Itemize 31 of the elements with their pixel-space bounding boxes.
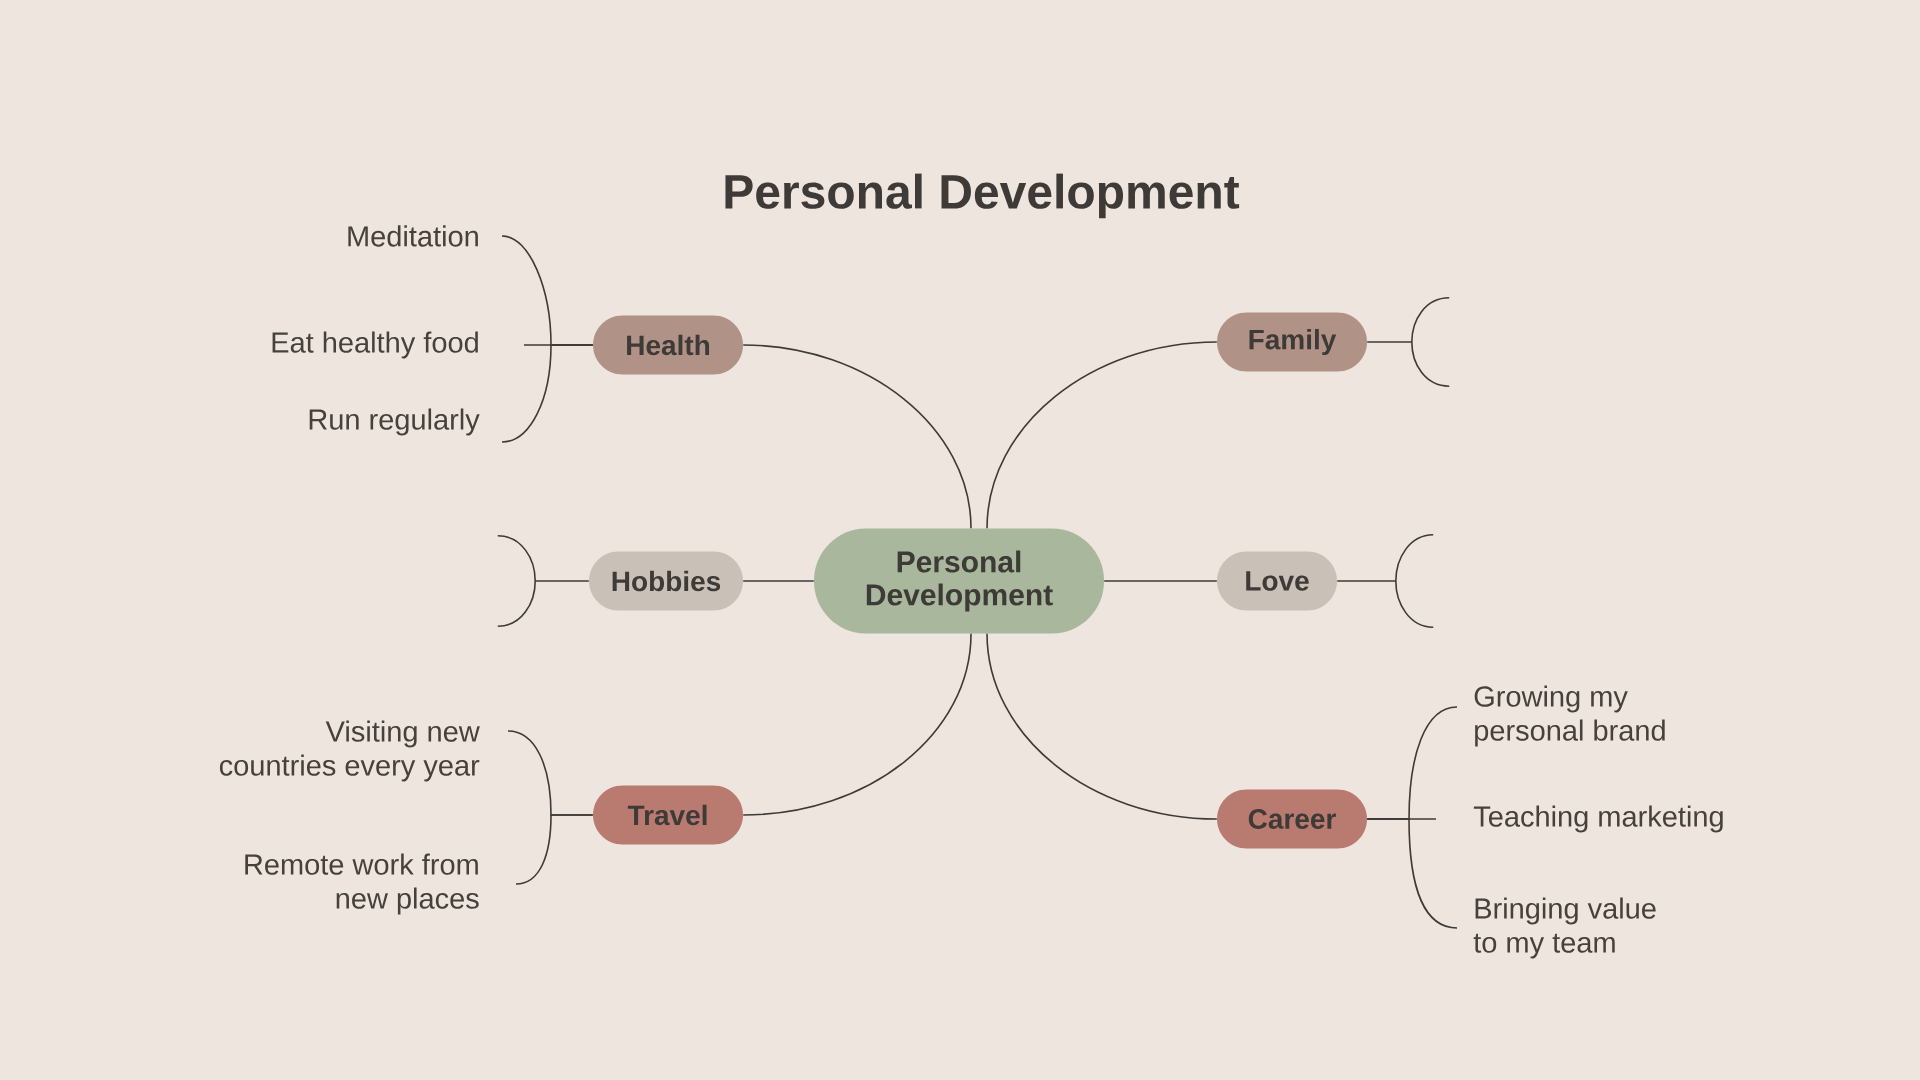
branch-item: Visiting new countries every year bbox=[219, 720, 480, 782]
connector-line bbox=[986, 632, 1218, 820]
branch-item: Bringing value to my team bbox=[1473, 897, 1656, 959]
bracket bbox=[497, 535, 536, 627]
bracket bbox=[1395, 534, 1434, 628]
branch-item: Run regularly bbox=[309, 408, 480, 436]
branch-item: Meditation bbox=[348, 225, 478, 247]
branch-item: Growing my personal brand bbox=[1474, 685, 1665, 747]
connector-line bbox=[1103, 580, 1218, 582]
branch-item: Eat healthy food bbox=[272, 331, 478, 359]
branch-pill: Family bbox=[1217, 312, 1367, 372]
branch-pill: Health bbox=[593, 315, 743, 375]
branch-pill: Hobbies bbox=[589, 551, 743, 611]
title: Personal Development bbox=[725, 173, 1240, 219]
connector-line bbox=[742, 344, 972, 530]
branch-item: Remote work from new places bbox=[245, 853, 479, 915]
connector-line bbox=[742, 632, 972, 816]
branch-item: Teaching marketing bbox=[1473, 805, 1723, 833]
connector-line bbox=[1336, 580, 1397, 582]
connector-line bbox=[1366, 341, 1413, 343]
bracket bbox=[1411, 297, 1450, 387]
connector-line bbox=[515, 814, 594, 885]
branch-pill: Love bbox=[1217, 551, 1337, 611]
branch-pill: Travel bbox=[593, 785, 743, 845]
connector-line bbox=[1366, 818, 1458, 929]
connector-line bbox=[742, 580, 815, 582]
connector-line bbox=[501, 344, 594, 443]
topic-pill: Personal Development bbox=[814, 528, 1104, 634]
connector-line bbox=[986, 341, 1218, 530]
branch-pill: Career bbox=[1217, 789, 1367, 849]
connector-line bbox=[534, 580, 590, 582]
